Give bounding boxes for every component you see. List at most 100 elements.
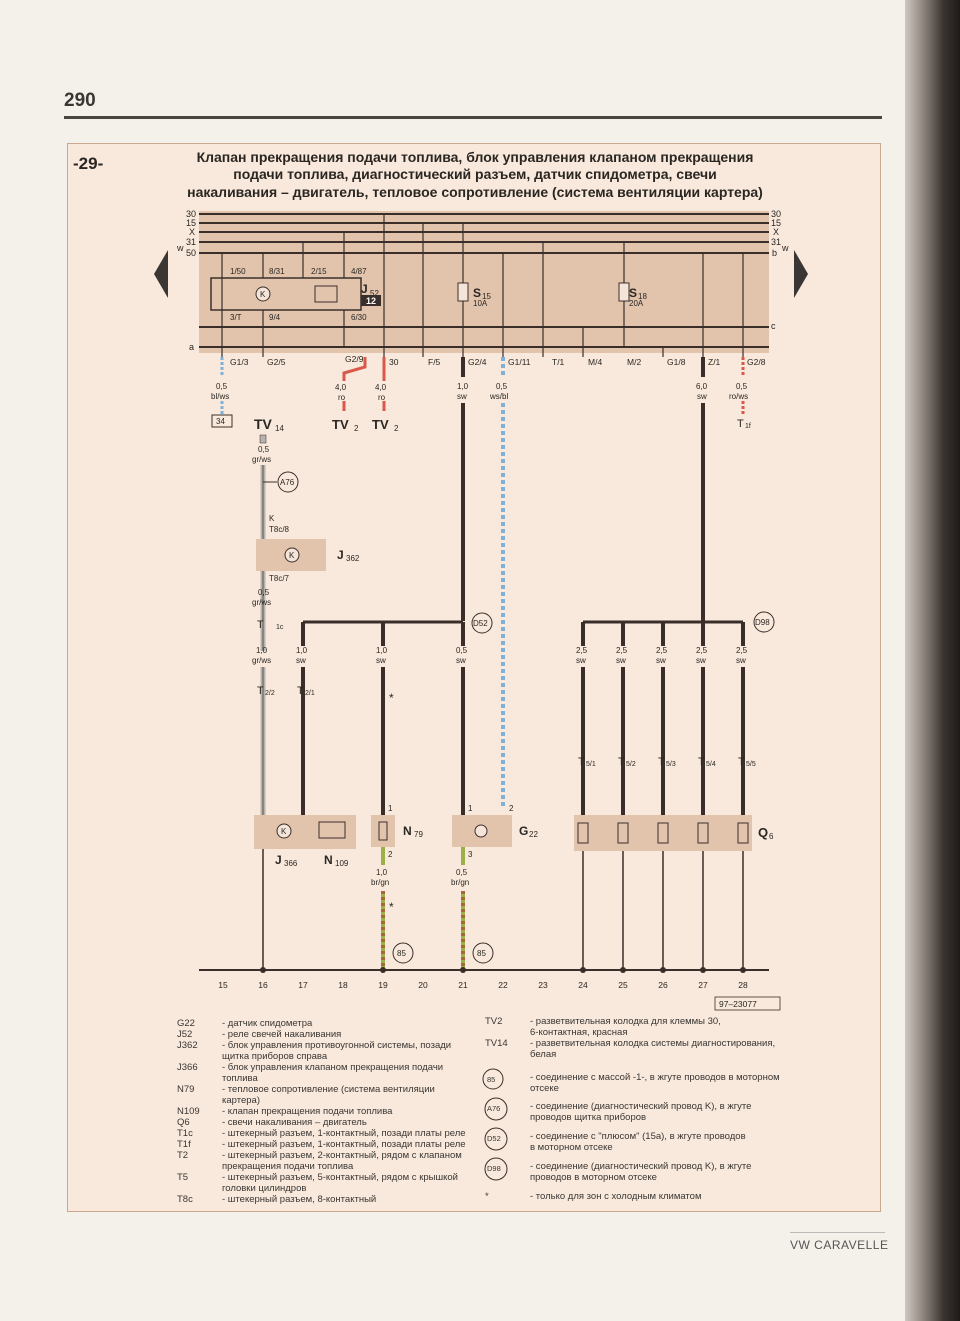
connector-label: G1/3 bbox=[230, 357, 249, 367]
legend-code: TV2 bbox=[485, 1016, 503, 1027]
track-number: 22 bbox=[498, 980, 508, 990]
q6-name: Q bbox=[758, 825, 768, 840]
diagnostic-branch: TV 14 0,5 gr/ws A76 K T8c/8 K J 362 T8c/… bbox=[252, 416, 360, 815]
relay-name: J bbox=[361, 282, 368, 296]
wire-color: sw bbox=[457, 392, 467, 401]
legend-description: в моторном отсеке bbox=[530, 1142, 613, 1153]
j362-sub: 362 bbox=[346, 554, 360, 563]
t22-label: T bbox=[257, 685, 264, 697]
next-page-arrow-icon[interactable] bbox=[794, 250, 808, 298]
control-unit-k: K bbox=[289, 551, 295, 560]
connector-label: M/4 bbox=[588, 357, 602, 367]
wire-ws-bl-22: 0,5 ws/bl bbox=[489, 357, 508, 807]
legend-description: - соединение (диагностический провод K),… bbox=[530, 1101, 752, 1112]
connector-label: G1/11 bbox=[508, 357, 531, 367]
wire-size: 4,0 bbox=[335, 383, 347, 392]
n79-sub: 79 bbox=[414, 830, 423, 839]
wire-size: 1,0 bbox=[457, 382, 469, 391]
t5-sub: 5/5 bbox=[746, 761, 756, 768]
wire-color: sw bbox=[696, 656, 706, 665]
wire-size: 0,5 bbox=[496, 382, 508, 391]
wire-size: 1,0 bbox=[296, 646, 308, 655]
fuse-rating: 10A bbox=[473, 299, 488, 308]
wire-size: 0,5 bbox=[258, 445, 270, 454]
track-number: 20 bbox=[418, 980, 428, 990]
legend-description: - штекерный разъем, 5-контактный, рядом … bbox=[222, 1172, 458, 1183]
g22-unit: 1 2 3 G 22 0,5 br/gn 85 bbox=[451, 804, 538, 969]
relay-panel bbox=[199, 211, 769, 353]
legend-code: D98 bbox=[487, 1164, 501, 1173]
legend-code: T2 bbox=[177, 1150, 189, 1161]
relay-box bbox=[210, 277, 362, 311]
fuse-s15: S 15 10A bbox=[457, 223, 491, 357]
wire-size: 4,0 bbox=[375, 383, 387, 392]
bus-label: X bbox=[773, 227, 779, 237]
legend-description: - реле свечей накаливания bbox=[222, 1029, 342, 1040]
control-unit-icon bbox=[255, 286, 271, 302]
wire-color: bl/ws bbox=[211, 392, 229, 401]
bus-label-a: a bbox=[189, 342, 194, 352]
wiring-diagram: -29- Клапан прекращения подачи топлива, … bbox=[73, 149, 789, 1181]
wire-color: sw bbox=[376, 656, 386, 665]
legend-code: N109 bbox=[177, 1106, 200, 1117]
bus-label: 50 bbox=[186, 248, 196, 258]
legend-description: проводов в моторном отсеке bbox=[530, 1172, 657, 1183]
legend-code: T5 bbox=[177, 1172, 189, 1183]
legend-code: TV14 bbox=[485, 1038, 508, 1049]
relay-j52: K J 52 12 1/50 8/31 2/15 4/87 3/T 9/4 6/… bbox=[210, 214, 424, 357]
ground-junctions bbox=[260, 967, 746, 973]
fuse-name: S bbox=[629, 286, 637, 300]
t-sub: 1f bbox=[745, 423, 751, 430]
legend-description: щитка приборов справа bbox=[222, 1051, 328, 1062]
track-number: 15 bbox=[218, 980, 228, 990]
wire-size: 0,5 bbox=[456, 868, 468, 877]
previous-page-arrow-icon[interactable] bbox=[154, 250, 168, 298]
legend-code: N79 bbox=[177, 1084, 195, 1095]
a76-ref bbox=[277, 471, 299, 493]
k-label: K bbox=[269, 514, 275, 523]
t5-label: T bbox=[738, 756, 745, 768]
t5-sub: 5/3 bbox=[666, 761, 676, 768]
t8c7-label: T8c/7 bbox=[269, 574, 290, 583]
legend-code: J366 bbox=[177, 1062, 198, 1073]
wire-size: 2,5 bbox=[736, 646, 748, 655]
t5-label: T bbox=[658, 756, 665, 768]
wire-size: 0,5 bbox=[456, 646, 468, 655]
track-number: 24 bbox=[578, 980, 588, 990]
fuse-sub: 18 bbox=[638, 292, 647, 301]
wire-rows-t1f: 0,5 ro/ws T 1f bbox=[729, 357, 751, 430]
t21-label: T bbox=[297, 685, 304, 697]
t5-label: T bbox=[578, 756, 585, 768]
t1c-label: T bbox=[257, 619, 264, 631]
wire-color: sw bbox=[296, 656, 306, 665]
track-number: 19 bbox=[378, 980, 388, 990]
legend-code: J52 bbox=[177, 1029, 193, 1040]
wire-size: 1,0 bbox=[376, 868, 388, 877]
t5-sub: 5/1 bbox=[586, 761, 596, 768]
relay-pin: 1/50 bbox=[230, 267, 246, 276]
bus-labels-right: 30 15 X 31 b w c bbox=[771, 209, 789, 331]
t21-sub: 2/1 bbox=[305, 690, 315, 697]
legend-description: головки цилиндров bbox=[222, 1183, 307, 1194]
legend-description: - блок управления противоугонной системы… bbox=[222, 1040, 452, 1051]
wire-size: 1,0 bbox=[376, 646, 388, 655]
control-unit-k: K bbox=[260, 290, 266, 299]
d98-label: D98 bbox=[755, 618, 770, 627]
legend-description: прекращения подачи топлива bbox=[222, 1161, 354, 1172]
connector-label: 30 bbox=[389, 357, 399, 367]
legend-description: - датчик спидометра bbox=[222, 1018, 313, 1029]
footer-rule bbox=[790, 1232, 885, 1233]
figure-title-line-2: подачи топлива, диагностический разъем, … bbox=[233, 166, 716, 182]
legend-description: - свечи накаливания – двигатель bbox=[222, 1117, 367, 1128]
book-spine bbox=[905, 0, 960, 1321]
drawing-id: 97–23077 bbox=[719, 999, 757, 1009]
wire-size: 1,0 bbox=[256, 646, 268, 655]
wire-sw-21: 1,0 sw bbox=[457, 357, 469, 621]
wire-color: gr/ws bbox=[252, 598, 271, 607]
pin-label: 1 bbox=[468, 804, 473, 813]
legend-description: 6-контактная, красная bbox=[530, 1027, 628, 1038]
bus-label: 15 bbox=[186, 218, 196, 228]
figure-number: -29- bbox=[73, 154, 103, 173]
n79-box bbox=[371, 815, 395, 847]
a76-label: A76 bbox=[280, 478, 295, 487]
